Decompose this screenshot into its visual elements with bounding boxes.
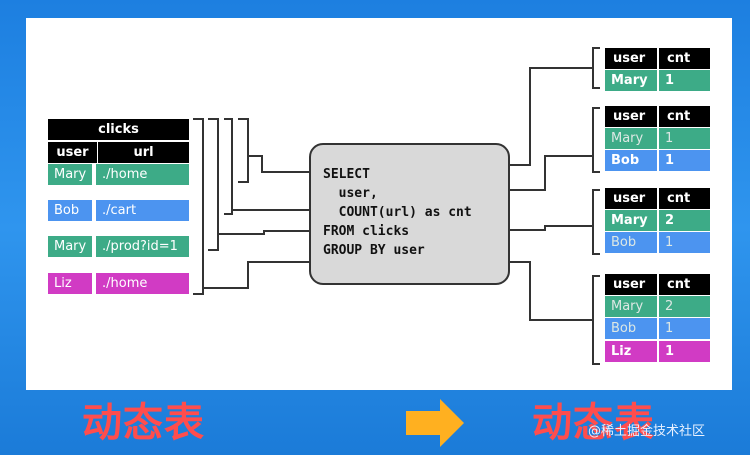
wire-from-query-3 <box>510 225 560 231</box>
wire-to-query-1 <box>248 155 309 173</box>
input-bracket-2 <box>208 118 219 251</box>
wire-from-query-2 <box>510 155 560 191</box>
input-table-title: clicks <box>48 119 189 140</box>
arrow-right-icon <box>406 399 464 447</box>
result-bracket-2 <box>592 107 600 173</box>
wire-from-query-1 <box>510 67 560 166</box>
result-2-row-1-cnt: 1 <box>659 128 710 149</box>
input-bracket-3 <box>224 118 233 215</box>
query-line-5: GROUP BY user <box>323 243 425 258</box>
result-3-row-2-user: Bob <box>605 232 657 253</box>
query-line-2: user, <box>323 186 378 201</box>
result-2-row-2-user: Bob <box>605 150 657 171</box>
watermark: @稀土掘金技术社区 <box>588 424 706 439</box>
input-col-url: url <box>98 142 189 163</box>
result-4-row-1-user: Mary <box>605 296 657 317</box>
result-1-row-1-user: Mary <box>605 70 657 91</box>
result-1-col-user: user <box>605 48 657 69</box>
wire-from-query-4 <box>510 261 560 321</box>
wire-to-query-4 <box>203 261 309 289</box>
caption-right: 动态表 <box>532 400 655 446</box>
result-2-col-user: user <box>605 106 657 127</box>
query-line-3: COUNT(url) as cnt <box>323 205 472 220</box>
input-row-3-user: Mary <box>48 236 92 257</box>
result-1-col-cnt: cnt <box>659 48 710 69</box>
input-bracket-4 <box>238 118 249 183</box>
input-row-2-user: Bob <box>48 200 92 221</box>
input-row-3-url: ./prod?id=1 <box>96 236 189 257</box>
result-4-col-cnt: cnt <box>659 274 710 295</box>
input-row-4-user: Liz <box>48 273 92 294</box>
input-col-user: user <box>48 142 97 163</box>
caption-left: 动态表 <box>82 400 205 446</box>
query-line-1: SELECT <box>323 167 370 182</box>
result-bracket-4 <box>592 275 600 365</box>
result-bracket-3 <box>592 189 600 255</box>
result-4-row-3-cnt: 1 <box>659 341 710 362</box>
result-1-row-1-cnt: 1 <box>659 70 710 91</box>
result-4-row-2-user: Bob <box>605 318 657 339</box>
result-3-col-cnt: cnt <box>659 188 710 209</box>
result-3-row-1-user: Mary <box>605 210 657 231</box>
input-row-4-url: ./home <box>96 273 189 294</box>
result-3-row-2-cnt: 1 <box>659 232 710 253</box>
result-2-col-cnt: cnt <box>659 106 710 127</box>
input-bracket-1 <box>193 118 204 295</box>
result-4-row-2-cnt: 1 <box>659 318 710 339</box>
query-line-4: FROM clicks <box>323 224 410 239</box>
result-2-row-1-user: Mary <box>605 128 657 149</box>
result-bracket-1 <box>592 47 600 89</box>
input-row-2-url: ./cart <box>96 200 189 221</box>
wire-to-query-3 <box>218 230 309 235</box>
sql-query-box: SELECT user, COUNT(url) as cnt FROM clic… <box>309 143 510 285</box>
result-4-row-1-cnt: 2 <box>659 296 710 317</box>
result-3-row-1-cnt: 2 <box>659 210 710 231</box>
result-4-row-3-user: Liz <box>605 341 657 362</box>
result-2-row-2-cnt: 1 <box>659 150 710 171</box>
result-3-col-user: user <box>605 188 657 209</box>
result-4-col-user: user <box>605 274 657 295</box>
input-row-1-url: ./home <box>96 164 189 185</box>
input-row-1-user: Mary <box>48 164 92 185</box>
